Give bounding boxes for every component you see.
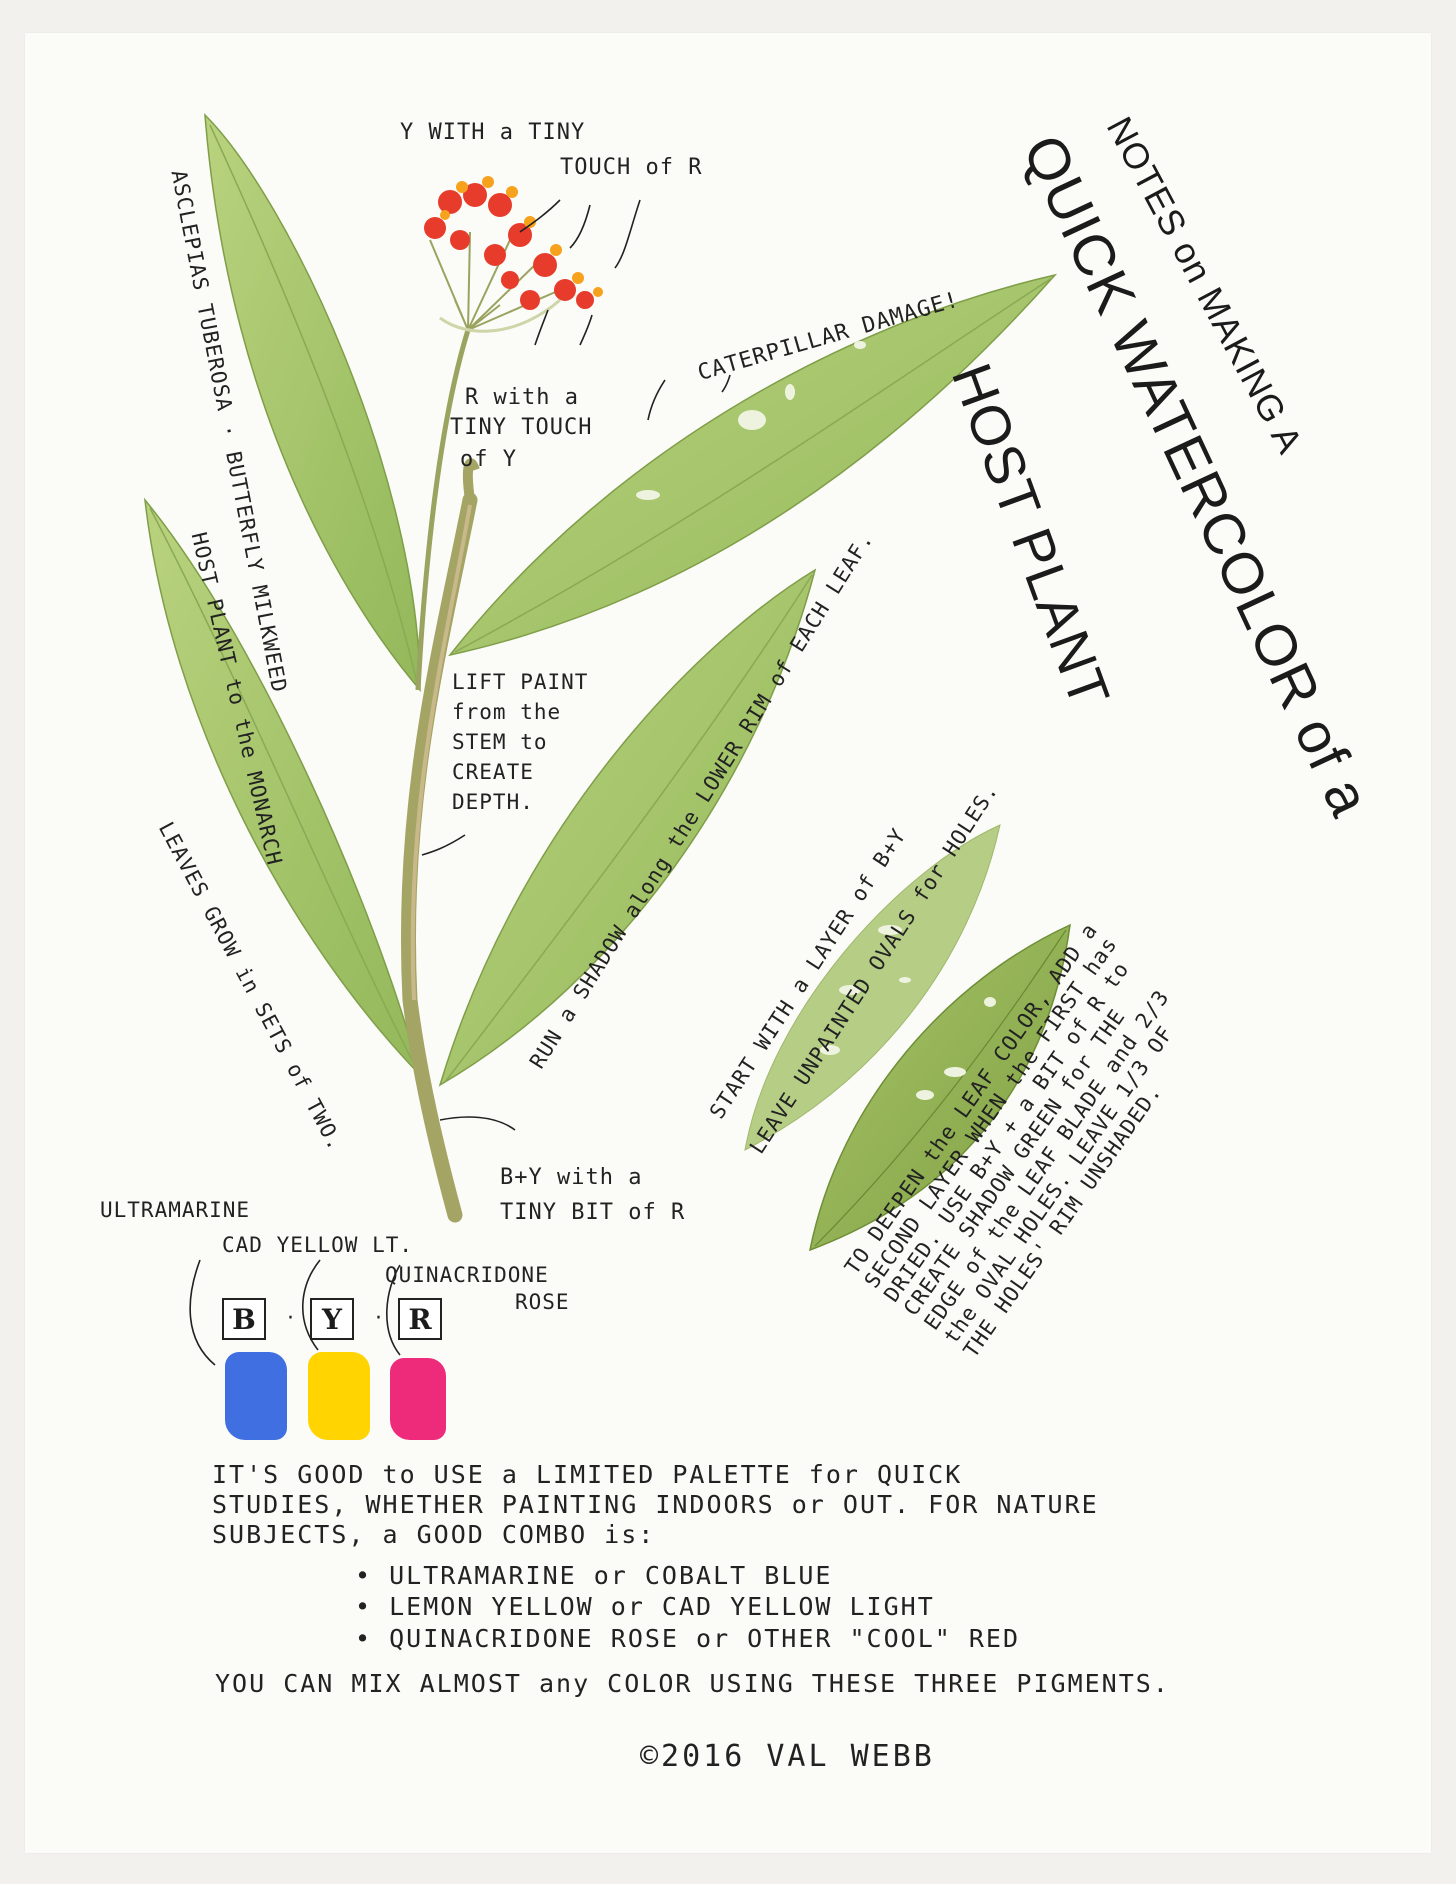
lift-note-5: DEPTH. [452, 790, 534, 814]
flower-umbel [424, 176, 603, 333]
leaf-upper-left [204, 113, 421, 693]
bullet-item: • LEMON YELLOW or CAD YELLOW LIGHT [355, 1592, 935, 1622]
letter-y-box: Y [310, 1298, 354, 1340]
palette-cad-yellow-label: CAD YELLOW LT. [222, 1233, 414, 1257]
lift-note-3: STEM to [452, 730, 548, 754]
stem-note-2: TINY BIT of R [500, 1200, 686, 1225]
copyright: ©2016 VAL WEBB [640, 1739, 935, 1774]
swatch-ultramarine [225, 1352, 287, 1440]
limited-palette-paragraph: IT'S GOOD to USE a LIMITED PALETTE for Q… [212, 1460, 1099, 1549]
lift-note-1: LIFT PAINT [452, 670, 589, 694]
lift-note-2: from the [452, 700, 562, 724]
letter-b-box: B [222, 1298, 266, 1340]
palette-quin-label-1: QUINACRIDONE [385, 1263, 549, 1287]
flower-note-top-2: TOUCH of R [560, 155, 703, 180]
palette-dot: · [375, 1306, 382, 1331]
leaf-study-dark [808, 923, 1071, 1252]
swatch-cad-yellow [308, 1352, 370, 1440]
bullet-item: • ULTRAMARINE or COBALT BLUE [355, 1561, 833, 1590]
lift-note-4: CREATE [452, 760, 534, 784]
stem [400, 492, 478, 1223]
leaf-study-light [744, 824, 1001, 1151]
palette-quin-label-2: ROSE [515, 1290, 570, 1314]
leaf-caterpillar-damage [448, 273, 1058, 657]
closing-line: YOU CAN MIX ALMOST any COLOR USING THESE… [215, 1669, 1170, 1698]
palette-ultramarine-label: ULTRAMARINE [100, 1198, 251, 1222]
flower-note-bottom-2: TINY TOUCH [450, 415, 593, 440]
letter-r-box: R [398, 1298, 442, 1340]
flower-note-top-1: Y WITH a TINY [400, 120, 586, 145]
swatch-quinacridone-rose [390, 1358, 446, 1440]
flower-note-bottom-1: R with a [465, 385, 579, 410]
palette-dot: · [287, 1306, 294, 1331]
palette-bullet-list: • ULTRAMARINE or COBALT BLUE • LEMON YEL… [355, 1560, 1020, 1654]
annotation-arrows [189, 199, 731, 1366]
flower-stalk [415, 329, 471, 691]
leaf-middle-right [438, 568, 817, 1087]
flower-note-bottom-3: of Y [460, 447, 517, 472]
stem-note-1: B+Y with a [500, 1165, 643, 1190]
bullet-item: • QUINACRIDONE ROSE or OTHER "COOL" RED [355, 1623, 1020, 1653]
